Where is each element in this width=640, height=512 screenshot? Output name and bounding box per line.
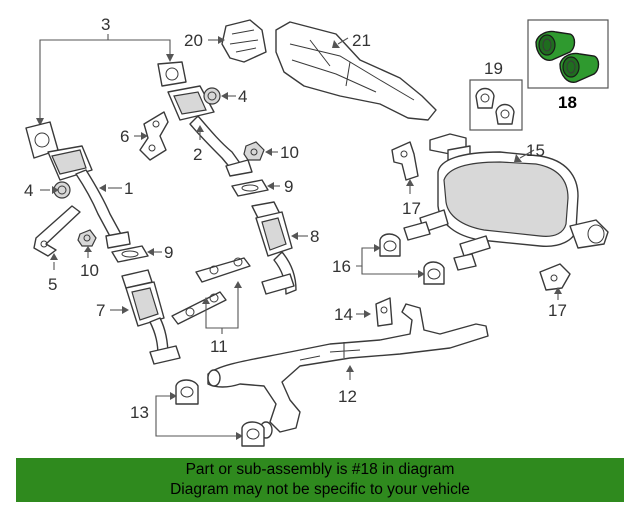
exhaust-tip-18-upper[interactable] xyxy=(535,30,576,61)
gasket-9-lower[interactable] xyxy=(111,245,149,263)
clamp-16-upper[interactable] xyxy=(379,233,401,257)
callout-16-label: 16 xyxy=(332,257,351,276)
callout-3-label: 3 xyxy=(101,15,110,34)
gasket-9-upper[interactable] xyxy=(231,179,269,197)
callout-5: 5 xyxy=(48,253,58,294)
callout-8: 8 xyxy=(291,227,319,246)
callout-17a-label: 17 xyxy=(402,199,421,218)
heat-shield-21[interactable] xyxy=(275,21,437,121)
bracket-17-upper[interactable] xyxy=(391,141,419,181)
converter-right-part[interactable] xyxy=(167,85,253,177)
info-banner: Part or sub-assembly is #18 in diagram D… xyxy=(16,458,624,502)
callout-20-label: 20 xyxy=(184,31,203,50)
callout-20: 20 xyxy=(184,31,225,50)
callout-12: 12 xyxy=(338,365,357,406)
callout-1-label: 1 xyxy=(124,179,133,198)
callout-17b-label: 17 xyxy=(548,301,567,320)
callout-11: 11 xyxy=(202,281,242,356)
clamp-19-a[interactable] xyxy=(475,87,495,109)
bracket-17-lower[interactable] xyxy=(539,263,571,291)
callout-6: 6 xyxy=(120,127,148,146)
muffler-15[interactable] xyxy=(403,133,609,271)
center-pipe-12[interactable] xyxy=(207,303,489,439)
callout-8-label: 8 xyxy=(310,227,319,246)
callout-21: 21 xyxy=(332,31,371,50)
nut-10-left[interactable] xyxy=(77,229,97,247)
callout-15: 15 xyxy=(514,141,545,162)
converter-8[interactable] xyxy=(251,201,297,295)
callout-9b-label: 9 xyxy=(164,243,173,262)
callout-7-label: 7 xyxy=(96,301,105,320)
callout-19: 19 xyxy=(469,59,523,131)
callout-9a-label: 9 xyxy=(284,177,293,196)
callout-9b: 9 xyxy=(147,243,173,262)
gasket-right[interactable] xyxy=(157,61,187,87)
callout-10b: 10 xyxy=(265,143,299,162)
callout-13-label: 13 xyxy=(130,403,149,422)
callout-10a: 10 xyxy=(80,246,99,280)
callout-4b-label: 4 xyxy=(238,87,247,106)
callout-18: 18 xyxy=(527,19,609,112)
callout-2: 2 xyxy=(193,125,204,164)
hanger-14[interactable] xyxy=(375,297,393,327)
callout-12-label: 12 xyxy=(338,387,357,406)
callout-14-label: 14 xyxy=(334,305,353,324)
banner-line-2: Diagram may not be specific to your vehi… xyxy=(170,481,470,498)
callout-9a: 9 xyxy=(267,177,293,196)
bracket-5[interactable] xyxy=(33,205,81,257)
callout-5-label: 5 xyxy=(48,275,57,294)
callout-10b-label: 10 xyxy=(280,143,299,162)
callout-16: 16 xyxy=(332,244,425,278)
callout-3: 3 xyxy=(36,15,174,126)
callout-11-label: 11 xyxy=(210,337,228,356)
callout-18-label: 18 xyxy=(558,93,577,112)
callout-4a: 4 xyxy=(24,181,59,200)
callout-14: 14 xyxy=(334,305,371,324)
callout-7: 7 xyxy=(96,301,129,320)
clamp-13-lower[interactable] xyxy=(241,421,265,447)
clamp-13-upper[interactable] xyxy=(175,379,199,405)
heat-shield-20[interactable] xyxy=(221,19,267,63)
clamp-19-b[interactable] xyxy=(495,103,515,125)
callout-10a-label: 10 xyxy=(80,261,99,280)
callout-4b: 4 xyxy=(221,87,247,106)
bracket-6[interactable] xyxy=(139,111,169,161)
callout-15-label: 15 xyxy=(526,141,545,160)
callout-4a-label: 4 xyxy=(24,181,33,200)
nut-right[interactable] xyxy=(203,87,221,105)
callout-2-label: 2 xyxy=(193,145,202,164)
callout-17b: 17 xyxy=(548,287,567,320)
converter-7[interactable] xyxy=(121,269,181,365)
hanger-11-upper[interactable] xyxy=(195,257,251,283)
callout-21-label: 21 xyxy=(352,31,371,50)
banner-line-1: Part or sub-assembly is #18 in diagram xyxy=(185,461,455,478)
hanger-11-lower[interactable] xyxy=(171,291,227,325)
callout-13: 13 xyxy=(130,392,243,440)
nut-10-right[interactable] xyxy=(243,141,265,161)
clamp-16-lower[interactable] xyxy=(423,261,445,285)
callout-6-label: 6 xyxy=(120,127,129,146)
callout-17a: 17 xyxy=(402,179,421,218)
converter-left-part[interactable] xyxy=(47,145,131,249)
exhaust-tip-18-lower[interactable] xyxy=(559,52,600,83)
callout-1: 1 xyxy=(99,179,133,198)
callout-19-label: 19 xyxy=(484,59,503,78)
